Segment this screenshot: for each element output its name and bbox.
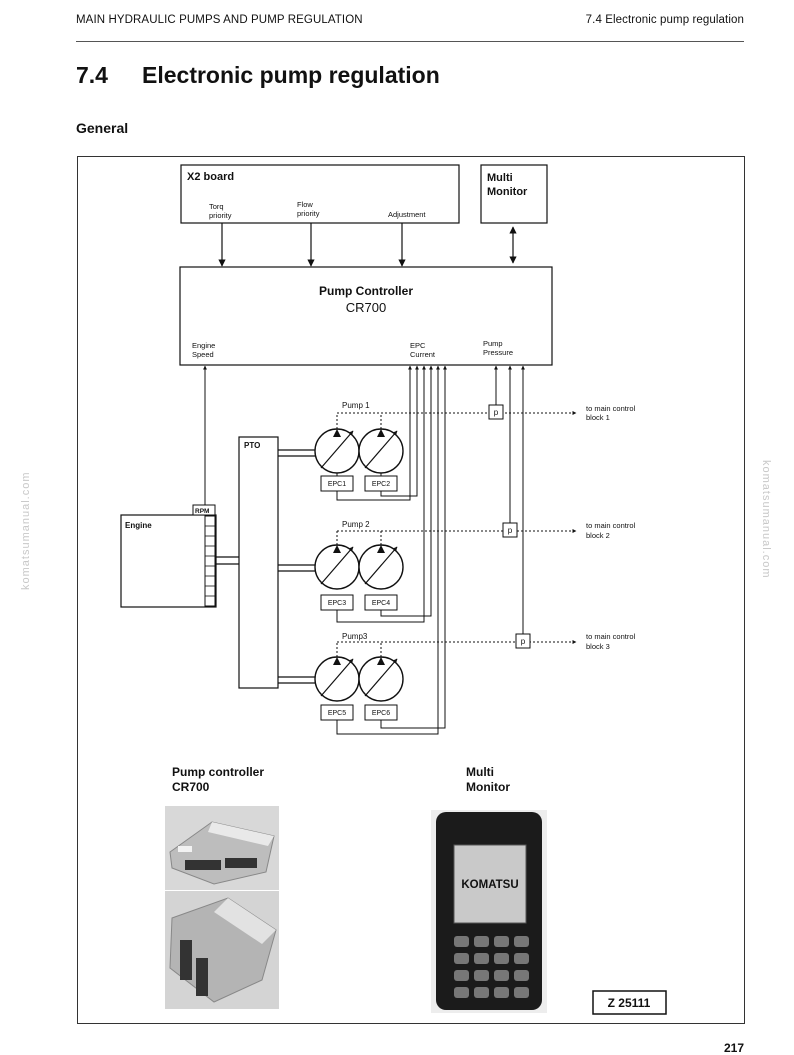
pto-box: PTO: [238, 436, 279, 689]
to-main-2: to main control: [586, 521, 636, 530]
epc-current-label-1: EPC: [410, 341, 426, 350]
epc-current-lines: [336, 365, 447, 735]
x2-board: X2 board Torq priority Flow priority Adj…: [180, 164, 460, 224]
epc2-label: EPC2: [372, 481, 390, 488]
flow-label-2: priority: [297, 209, 320, 218]
monitor-brand-logo: KOMATSU: [461, 879, 518, 891]
rpm-label: RPM: [195, 508, 209, 515]
epc1-label: EPC1: [328, 481, 346, 488]
monitor-keypad: [454, 936, 529, 998]
to-main-3: to main control: [586, 632, 636, 641]
flow-label-1: Flow: [297, 200, 313, 209]
pump-3-label: Pump3: [342, 632, 368, 641]
subheading: General: [76, 120, 129, 136]
main-control-labels: to main control block 1 to main control …: [586, 404, 636, 651]
torq-label-1: Torq: [209, 202, 224, 211]
engine-box: Engine RPM: [120, 504, 239, 608]
x2-signal-lines: [218, 223, 517, 267]
figure-id-box: Z 25111: [592, 990, 667, 1015]
epc3-label: EPC3: [328, 600, 346, 607]
pump-controller-title: Pump Controller: [319, 284, 413, 298]
pump-pressure-signals: [494, 365, 525, 634]
section-title: Electronic pump regulation: [142, 62, 440, 88]
monitor-caption-2: Monitor: [466, 780, 510, 794]
multi-monitor-box: Multi Monitor: [480, 164, 548, 224]
pump-pressure-label-2: Pressure: [483, 348, 513, 357]
controller-caption-1: Pump controller: [172, 765, 264, 779]
controller-photo-top: [165, 806, 279, 890]
pump-controller-model: CR700: [346, 300, 386, 315]
pto-label: PTO: [244, 441, 260, 450]
torq-label-2: priority: [209, 211, 232, 220]
epc-current-label-2: Current: [410, 350, 436, 359]
monitor-photo: KOMATSU: [431, 810, 547, 1013]
block-1-label: block 1: [586, 413, 610, 422]
monitor-caption-1: Multi: [466, 765, 494, 779]
pump-pressure-label-1: Pump: [483, 339, 503, 348]
running-header-left: MAIN HYDRAULIC PUMPS AND PUMP REGULATION: [76, 14, 363, 26]
section-number: 7.4: [76, 62, 108, 88]
pump-controller-box: Pump Controller CR700 Engine Speed EPC C…: [179, 266, 553, 366]
engine-speed-label-1: Engine: [192, 341, 215, 350]
figure-id: Z 25111: [608, 996, 651, 1010]
figure-frame: [77, 156, 745, 1024]
pump-2-label: Pump 2: [342, 520, 370, 529]
flywheel-teeth: [205, 525, 215, 597]
engine-speed-label-2: Speed: [192, 350, 214, 359]
pump-group-3: Pump3 EPC5 EPC6: [278, 632, 404, 721]
multi-monitor-label-2: Monitor: [487, 186, 528, 198]
pressure-sensor-1: p: [494, 408, 499, 417]
epc6-label: EPC6: [372, 710, 390, 717]
running-header-right: 7.4 Electronic pump regulation: [585, 14, 744, 26]
pump-group-2: Pump 2 EPC3 EPC4: [278, 520, 404, 611]
block-3-label: block 3: [586, 642, 610, 651]
pressure-sensor-2: p: [508, 526, 513, 535]
adjustment-label: Adjustment: [388, 210, 426, 219]
header-rule: [76, 41, 744, 42]
to-main-1: to main control: [586, 404, 636, 413]
pressure-sensors: p p p: [488, 404, 531, 649]
pressure-sensor-3: p: [521, 637, 526, 646]
pump-1-label: Pump 1: [342, 401, 370, 410]
block-2-label: block 2: [586, 531, 610, 540]
pump-group-1: Pump 1 EPC1 EPC2: [278, 401, 404, 492]
engine-label: Engine: [125, 521, 152, 530]
epc4-label: EPC4: [372, 600, 390, 607]
multi-monitor-label-1: Multi: [487, 172, 513, 184]
epc5-label: EPC5: [328, 710, 346, 717]
controller-photo-bottom: [165, 891, 279, 1009]
controller-caption-2: CR700: [172, 780, 210, 794]
page-number: 217: [723, 1041, 744, 1055]
x2-board-title: X2 board: [187, 171, 234, 183]
